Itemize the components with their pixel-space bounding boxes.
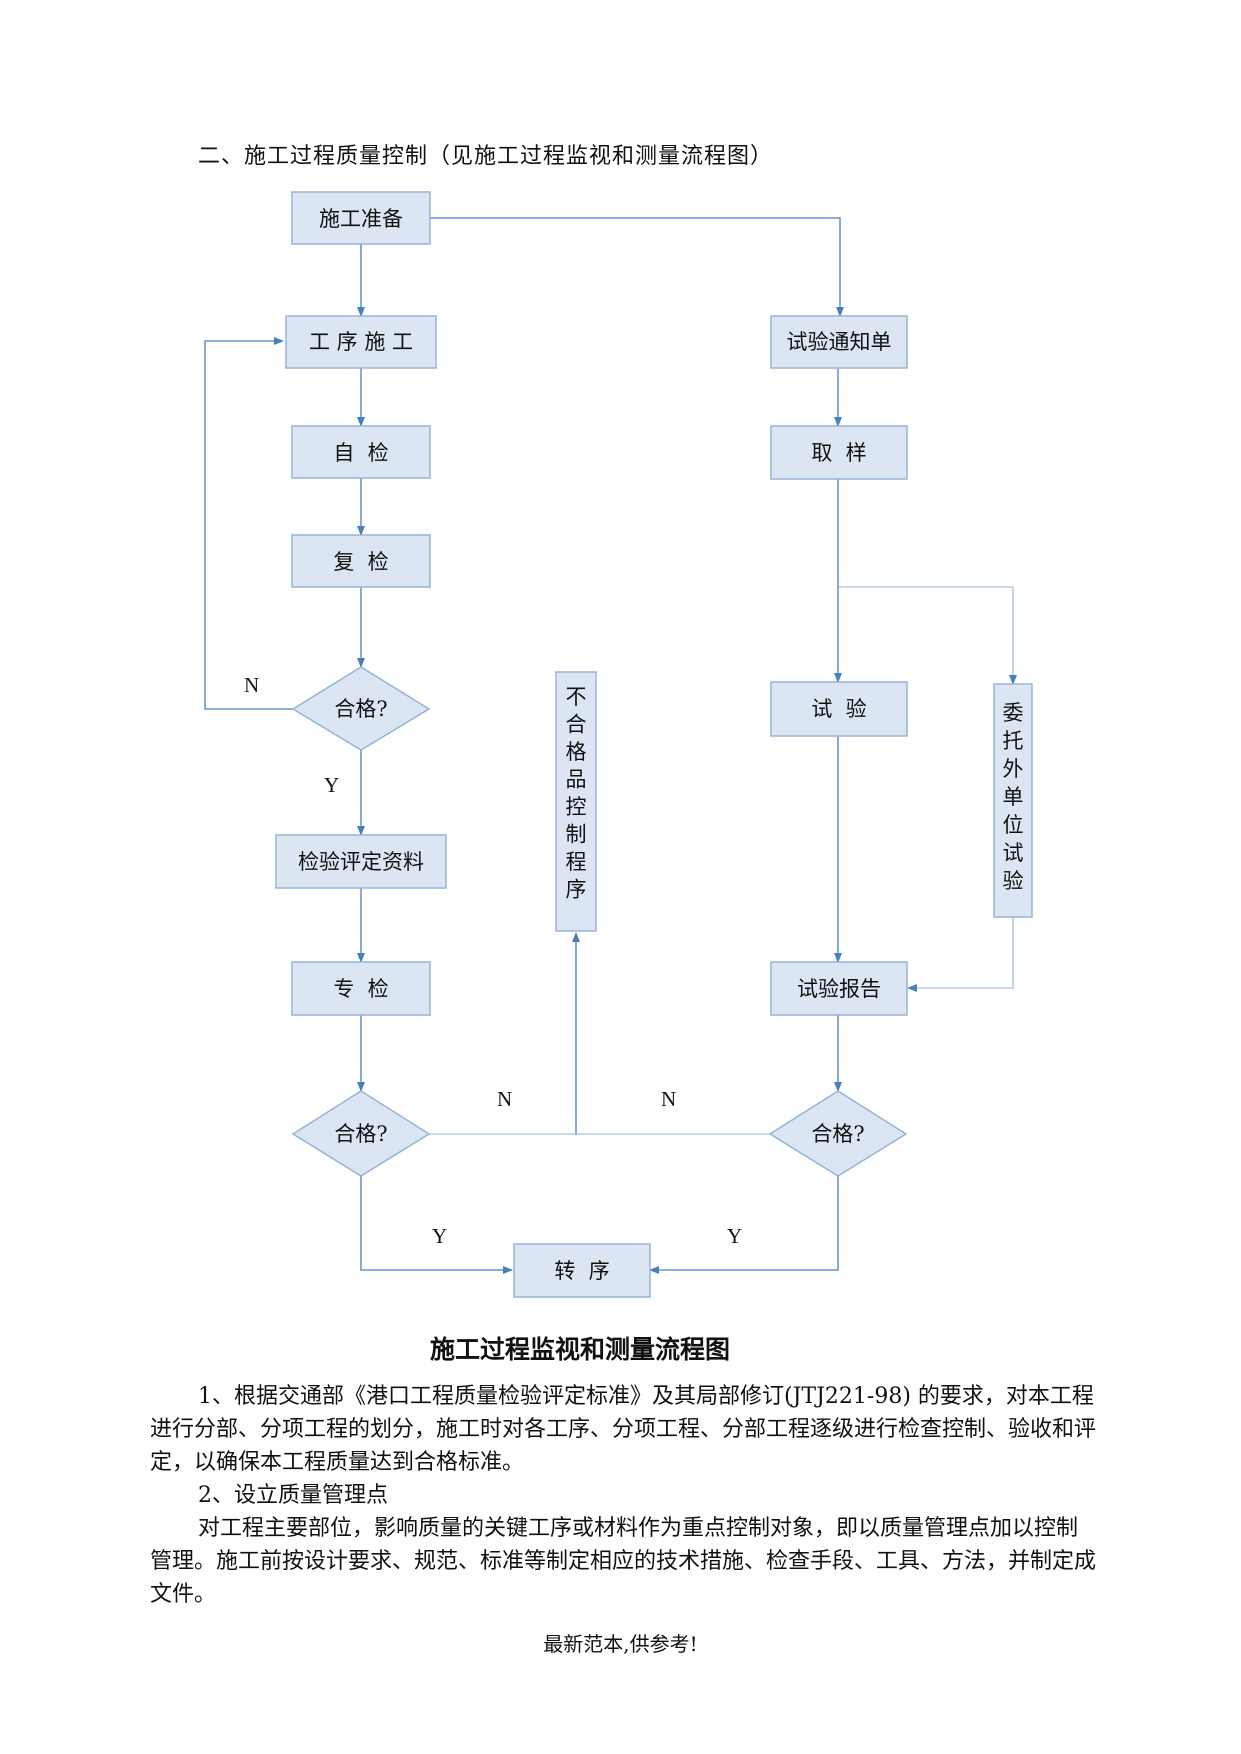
label-y-2: Y — [432, 1224, 447, 1248]
box-label: 检验评定资料 — [298, 850, 424, 874]
box-label: 转 序 — [554, 1259, 609, 1283]
label-y-1: Y — [324, 773, 339, 797]
box-label: 自 检 — [333, 441, 388, 465]
label-n-2: N — [497, 1087, 512, 1111]
box-recheck: 复 检 — [291, 534, 431, 588]
box-inspection-data: 检验评定资料 — [275, 834, 447, 889]
box-construction-prep: 施工准备 — [291, 191, 431, 245]
box-label: 取 样 — [811, 441, 866, 465]
box-sampling: 取 样 — [770, 425, 908, 480]
vertical-label: 委托外单位试验 — [1003, 701, 1024, 893]
label-y-3: Y — [727, 1224, 742, 1248]
box-special-check: 专 检 — [291, 961, 431, 1016]
flowchart: 施工准备 工 序 施 工 自 检 复 检 合格? 检验评定资料 专 检 合格? … — [204, 191, 1033, 1298]
box-label: 复 检 — [333, 550, 388, 574]
paragraph-1: 1、根据交通部《港口工程质量检验评定标准》及其局部修订(JTJ221-98) 的… — [150, 1384, 1097, 1475]
box-label: 试验报告 — [797, 977, 881, 1001]
label-n-loop: N — [244, 673, 259, 697]
paragraph-3: 对工程主要部位，影响质量的关键工序或材料作为重点控制对象，即以质量管理点加以控制… — [150, 1516, 1097, 1607]
box-test: 试 验 — [770, 681, 908, 737]
decision-pass-1: 合格? — [291, 666, 431, 751]
box-nonconforming-control: 不合格品控制程序 — [555, 671, 597, 932]
decision-label: 合格? — [811, 1122, 864, 1146]
flowchart-caption: 施工过程监视和测量流程图 — [429, 1335, 730, 1364]
box-label: 试 验 — [811, 697, 866, 721]
label-n-3: N — [661, 1087, 676, 1111]
box-test-notice: 试验通知单 — [770, 315, 908, 369]
box-label: 专 检 — [333, 977, 388, 1001]
decision-pass-3: 合格? — [768, 1090, 908, 1177]
box-self-check: 自 检 — [291, 425, 431, 479]
decision-label: 合格? — [334, 1122, 387, 1146]
section-heading: 二、施工过程质量控制（见施工过程监视和测量流程图） — [198, 144, 774, 169]
box-next-process: 转 序 — [513, 1243, 651, 1298]
box-external-test: 委托外单位试验 — [993, 683, 1033, 918]
decision-pass-2: 合格? — [291, 1090, 431, 1177]
box-test-report: 试验报告 — [770, 961, 908, 1016]
box-process-construction: 工 序 施 工 — [285, 315, 437, 369]
paragraph-2: 2、设立质量管理点 — [198, 1483, 388, 1508]
box-label: 工 序 施 工 — [309, 330, 413, 354]
box-label: 施工准备 — [319, 207, 403, 231]
footer-note: 最新范本,供参考! — [543, 1632, 698, 1656]
box-label: 试验通知单 — [787, 330, 892, 354]
vertical-label: 不合格品控制程序 — [566, 685, 587, 902]
flow-connectors — [204, 217, 1017, 1274]
decision-label: 合格? — [334, 697, 387, 721]
